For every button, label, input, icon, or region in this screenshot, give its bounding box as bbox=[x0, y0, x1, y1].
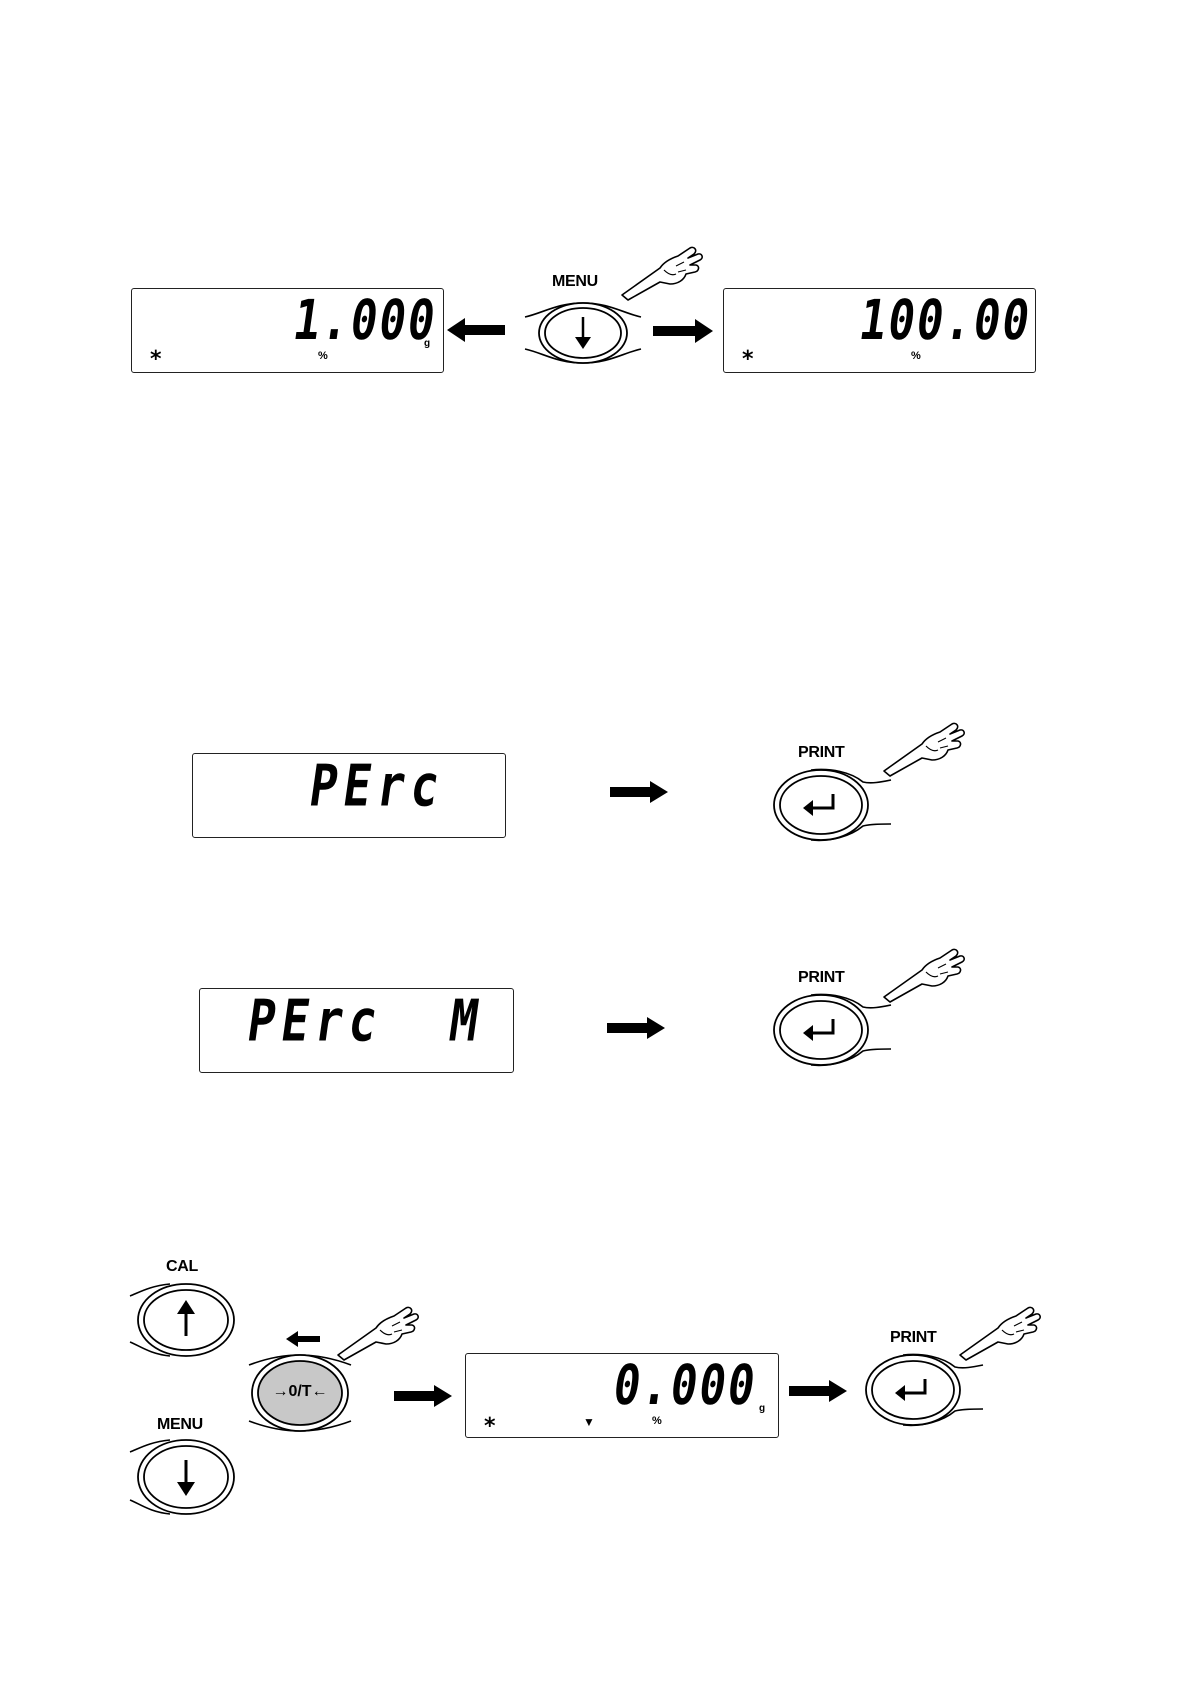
cal-key-label: CAL bbox=[166, 1258, 198, 1276]
print-key-label: PRINT bbox=[890, 1329, 937, 1347]
menu-key[interactable] bbox=[523, 297, 643, 367]
menu-key[interactable] bbox=[130, 1436, 240, 1518]
print-key[interactable] bbox=[771, 989, 891, 1069]
stability-star: * bbox=[742, 349, 754, 371]
zero-display: 0.000 g % * ▼ bbox=[465, 1353, 779, 1438]
arrow-right-icon bbox=[789, 1380, 847, 1402]
display-unit: g bbox=[759, 1404, 765, 1414]
pointing-hand-icon bbox=[882, 716, 972, 776]
display-percent: % bbox=[911, 351, 921, 362]
perc-m-display: PErc M bbox=[199, 988, 514, 1073]
display-percent: % bbox=[318, 351, 328, 362]
menu-key-label: MENU bbox=[552, 273, 598, 291]
pointing-hand-icon bbox=[620, 240, 710, 300]
display-unit: g bbox=[424, 339, 430, 349]
display-text: PErc M bbox=[244, 992, 488, 1050]
arrow-right-icon bbox=[610, 781, 668, 803]
pointing-hand-icon bbox=[958, 1300, 1048, 1360]
print-key[interactable] bbox=[771, 764, 891, 844]
print-key-label: PRINT bbox=[798, 969, 845, 987]
indicator-triangle: ▼ bbox=[583, 1416, 595, 1428]
display-value: 100.00 bbox=[856, 294, 1035, 349]
arrow-right-icon bbox=[607, 1017, 665, 1039]
pointing-hand-icon bbox=[882, 942, 972, 1002]
display-value: 1.000 bbox=[290, 294, 440, 349]
arrow-right-icon bbox=[653, 319, 713, 343]
display-percent: % bbox=[652, 1416, 662, 1427]
cal-key[interactable] bbox=[130, 1280, 240, 1360]
print-key-label: PRINT bbox=[798, 744, 845, 762]
menu-key-label: MENU bbox=[157, 1416, 203, 1434]
tare-key[interactable]: →0/T← bbox=[262, 1383, 338, 1401]
display-text: PErc bbox=[306, 757, 449, 815]
stability-star: * bbox=[484, 1416, 496, 1438]
print-key[interactable] bbox=[863, 1349, 983, 1429]
stability-star: * bbox=[150, 349, 162, 371]
arrow-left-icon bbox=[447, 318, 507, 342]
arrow-left-small-icon bbox=[286, 1331, 320, 1347]
display-value: 0.000 bbox=[610, 1359, 760, 1414]
arrow-right-icon bbox=[394, 1385, 452, 1407]
perc-display: PErc bbox=[192, 753, 506, 838]
left-display: 1.000 g % * bbox=[131, 288, 444, 373]
pointing-hand-icon bbox=[336, 1300, 426, 1360]
right-display: 100.00 % * bbox=[723, 288, 1036, 373]
